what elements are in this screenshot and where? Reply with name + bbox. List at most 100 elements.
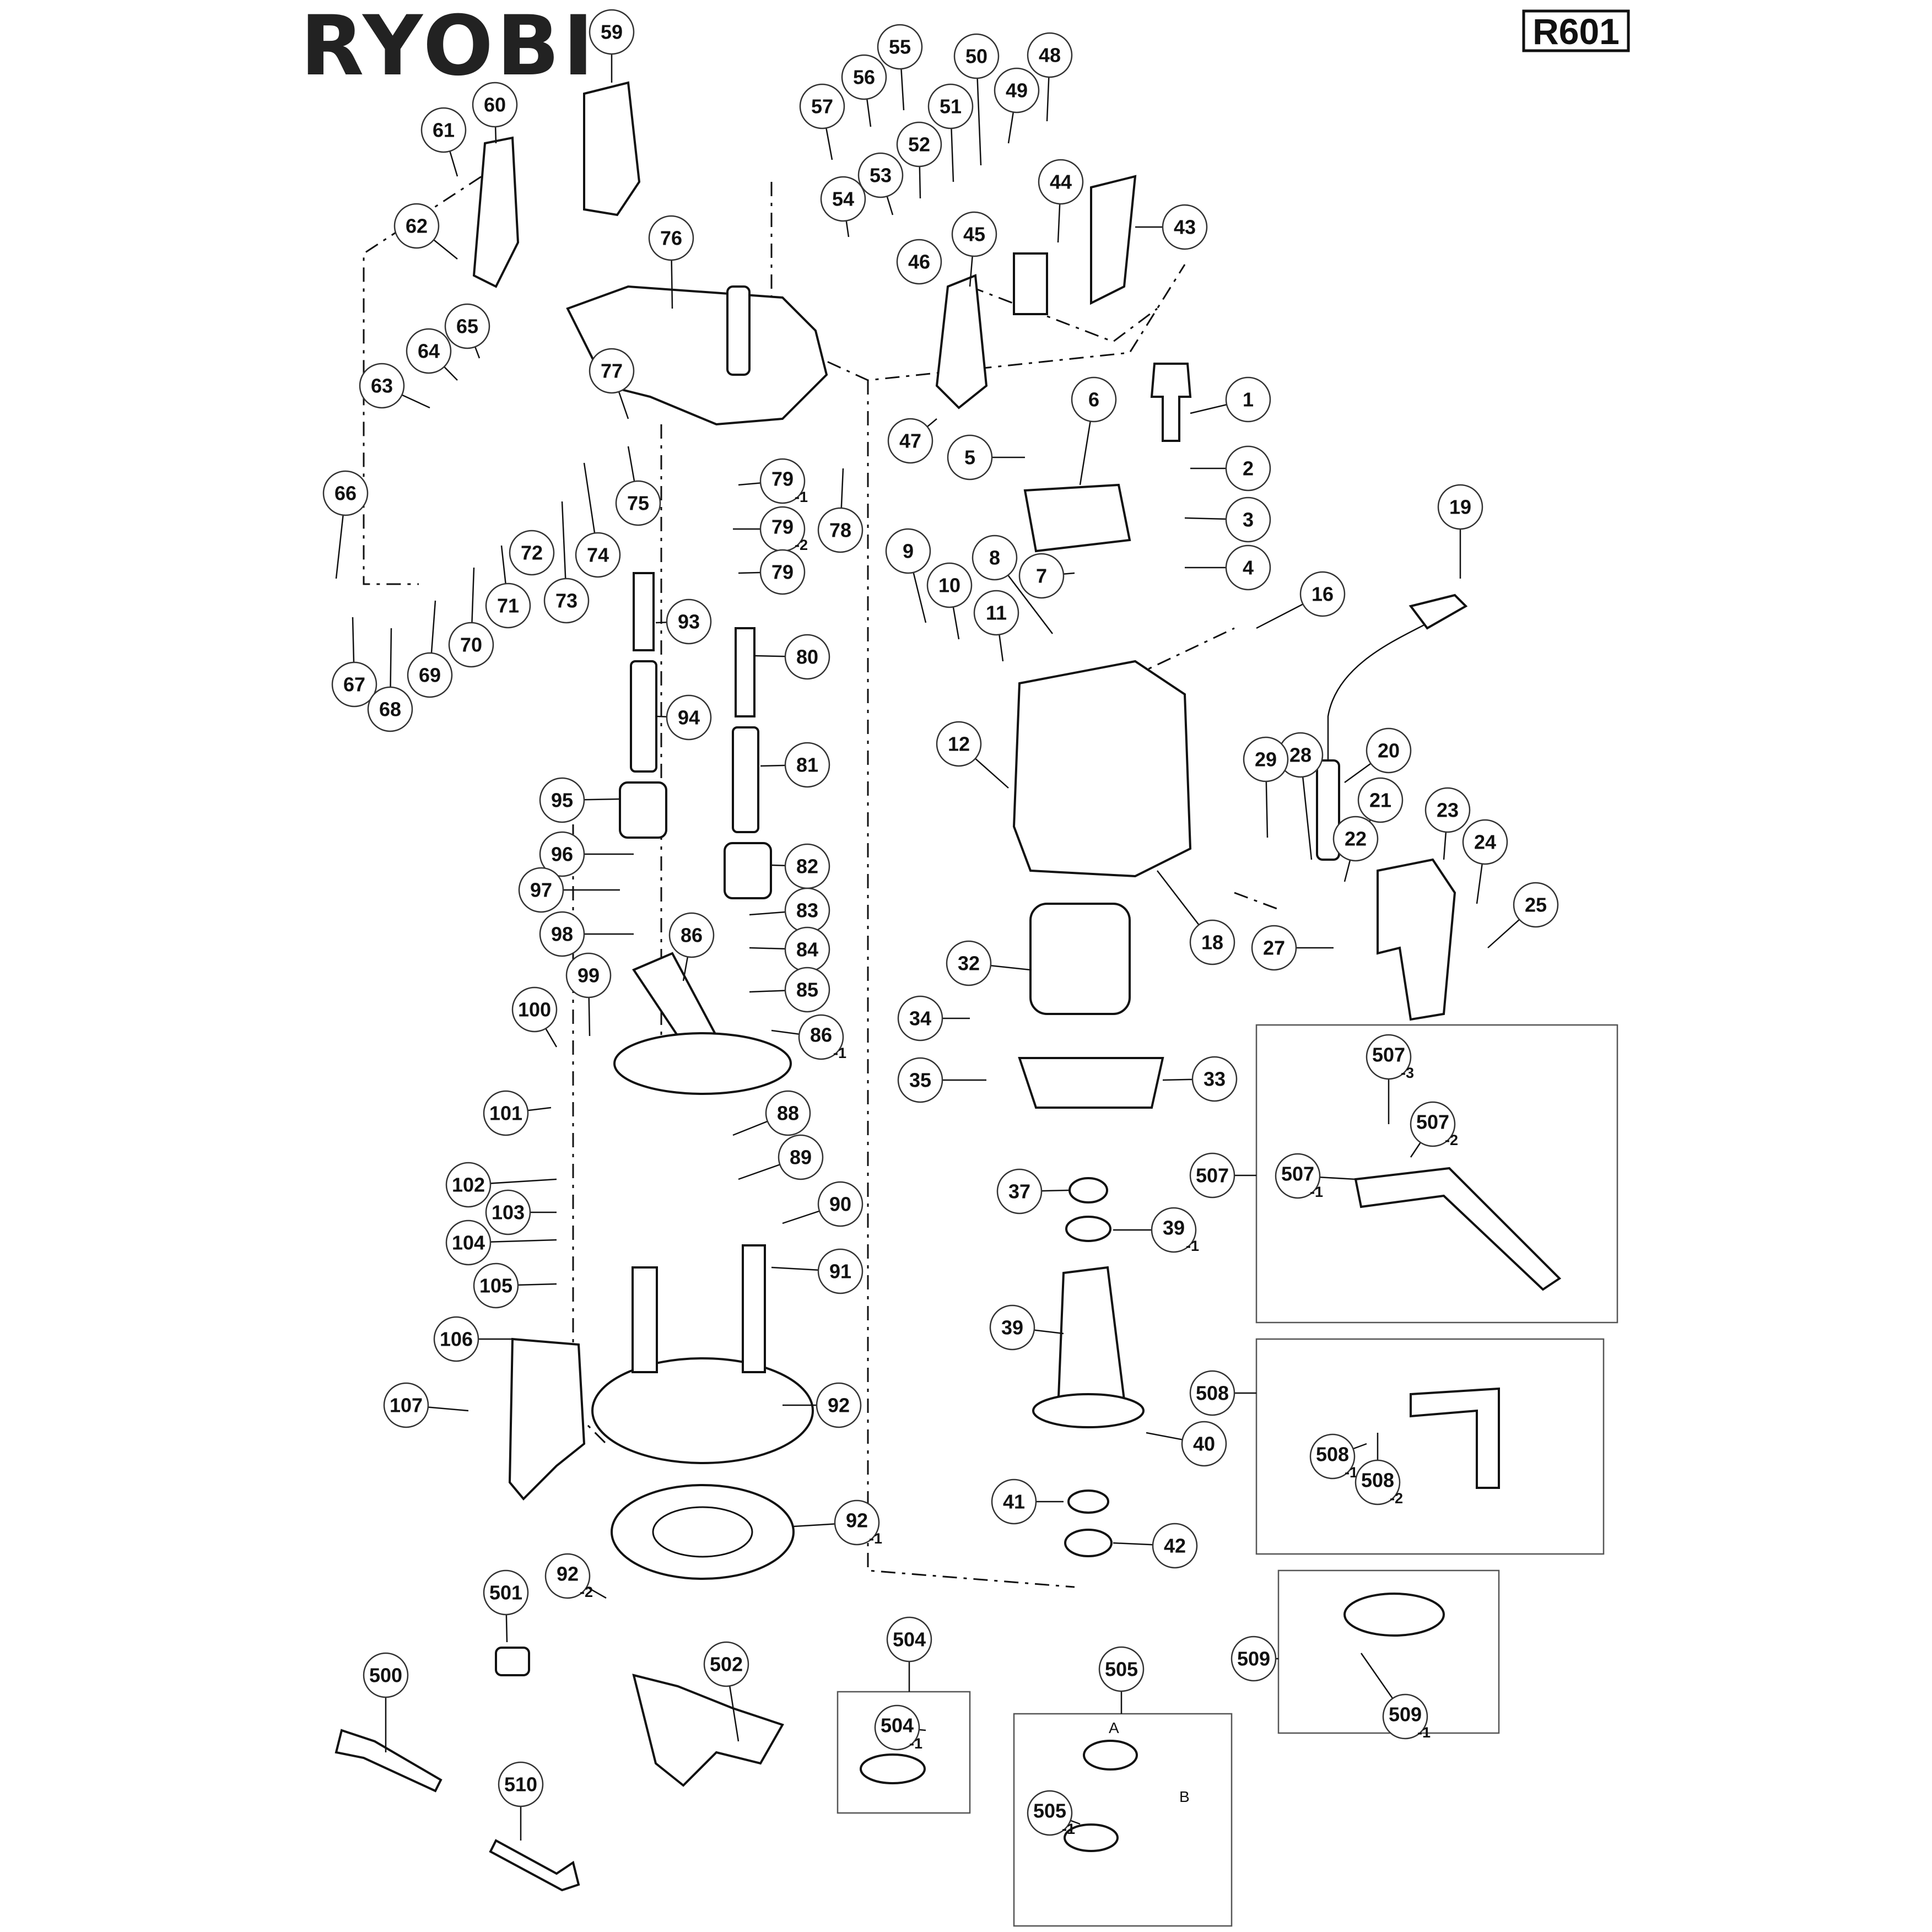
callout-number: 76 [660,227,682,250]
template-guide-shape [632,1674,784,1787]
callout-number: 12 [948,733,970,755]
callout-circle [666,694,712,741]
callout-circle [897,1057,943,1103]
part-callout: 32 [946,940,992,986]
bracket-shape [1377,858,1456,1021]
callout-circle [1225,376,1271,423]
callout-number: 41 [1003,1491,1025,1513]
callout-circle [615,480,661,526]
brand-logo: RYOBI [300,0,597,94]
callout-number: 43 [1174,216,1196,239]
callout-circle [1225,497,1271,543]
part-callout: 48 [1027,32,1073,78]
part-callout: 44 [1038,159,1084,205]
callout-circle [886,1616,932,1663]
callout-number: 23 [1437,799,1459,822]
callout-circle [953,33,1000,79]
callout-circle [444,303,490,349]
part-callout: 72 [509,530,555,576]
part-callout: 75 [615,480,661,526]
part-callout: 57 [799,83,845,129]
part-callout: 43 [1162,204,1208,250]
callout-number: 507 [1372,1044,1405,1066]
callout-circle [1251,925,1297,971]
field-shape [1029,903,1131,1015]
callout-circle [991,1478,1037,1525]
part-callout: 49 [994,67,1040,114]
callout-circle [874,1704,920,1751]
callout-circle [448,622,494,668]
part-callout: 1 [1225,376,1271,423]
part-callout: 102 [445,1162,492,1208]
part-callout: 79-1 [759,458,808,505]
part-callout: 92-1 [834,1499,882,1547]
callout-number: 73 [555,590,578,612]
part-callout: 505 [1098,1646,1145,1692]
callout-circle [817,1181,864,1227]
callout-suffix: -1 [1417,1724,1431,1741]
callout-number: 105 [479,1275,512,1297]
callout-circle [565,952,612,999]
column-80-shape [735,627,755,717]
part-callout: 67 [331,661,377,708]
box-505 [1013,1713,1233,1927]
callout-circle [936,721,982,767]
part-callout: 71 [485,582,531,629]
callout-suffix: -1 [1062,1821,1075,1837]
part-callout: 7 [1018,553,1065,599]
callout-circle [994,67,1040,114]
dust-plate-shape [613,1032,792,1095]
bearing-37-shape [1068,1177,1108,1204]
callout-number: 19 [1449,496,1471,519]
cover-6-shape [1023,483,1131,553]
part-callout: 79-2 [759,506,808,553]
parallel-guide-shape [1354,1167,1562,1291]
part-callout: 507-1 [1275,1153,1323,1200]
part-callout: 93 [666,598,712,645]
callout-number: 10 [938,574,960,597]
bearing-39-1-shape [1065,1216,1111,1242]
part-callout: 73 [543,578,590,624]
callout-number: 507 [1281,1163,1314,1185]
part-callout: 92-2 [544,1553,593,1600]
sub-base-hole-shape [652,1506,753,1558]
part-callout: 56 [841,54,887,100]
callout-circle [1366,1034,1412,1080]
callout-circle [406,328,452,374]
part-callout: 34 [897,995,943,1041]
callout-number: 89 [790,1146,812,1169]
callout-number: 510 [504,1773,537,1796]
callout-circle [1437,484,1483,530]
callout-number: 508 [1316,1443,1349,1466]
part-callout: 86 [668,912,715,958]
callout-circle [1382,1693,1428,1740]
callout-circle [420,107,467,153]
callout-circle [820,176,866,222]
callout-number: 71 [497,595,519,617]
callout-number: 83 [796,899,818,922]
callout-suffix: -1 [909,1735,922,1752]
callout-circle [472,82,518,128]
callout-circle [485,582,531,629]
callout-circle [331,661,377,708]
part-callout: 65 [444,303,490,349]
part-callout: 19 [1437,484,1483,530]
handle-45-shape [935,274,988,409]
callout-circle [798,1014,844,1060]
callout-number: 5 [964,446,975,469]
knob-shape [1150,363,1192,442]
callout-number: 92 [828,1394,850,1417]
part-callout: 86-1 [798,1014,846,1061]
callout-circle [518,867,564,913]
box-504 [837,1691,971,1814]
callout-number: 504 [881,1714,914,1737]
callout-number: 103 [492,1201,525,1224]
callout-circle [799,83,845,129]
callout-circle [1354,1459,1401,1505]
part-callout: 10 [926,562,973,608]
callout-suffix: -2 [1445,1132,1458,1148]
callout-circle [1231,1636,1277,1682]
part-callout: 23 [1424,787,1471,833]
callout-circle [1189,1152,1235,1199]
